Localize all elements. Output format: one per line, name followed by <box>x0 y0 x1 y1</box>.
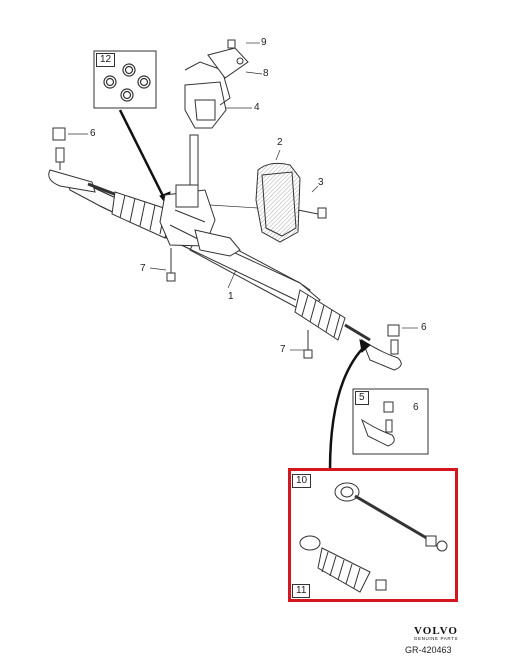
callout-4: 4 <box>254 102 260 113</box>
callout-7-right: 7 <box>280 344 286 355</box>
callout-6-right: 6 <box>421 322 427 333</box>
box-label-10: 10 <box>292 474 312 488</box>
callout-6-left: 6 <box>90 128 96 139</box>
nut-6-left <box>52 127 66 141</box>
boot-kit-11 <box>299 535 387 593</box>
arrow-to-5 <box>328 344 367 471</box>
highlight-box <box>288 468 458 602</box>
bolt-7-left <box>166 248 176 282</box>
inset-box-12 <box>93 50 157 109</box>
gear-housing <box>159 184 241 257</box>
callout-8: 8 <box>263 68 269 79</box>
boot-left <box>111 191 171 239</box>
callout-7-left: 7 <box>140 263 146 274</box>
clip-rings <box>103 63 151 102</box>
heat-shield <box>255 162 301 243</box>
tie-rod-end-left <box>48 147 126 200</box>
callout-3: 3 <box>318 177 324 188</box>
callout-2: 2 <box>277 137 283 148</box>
box-label-11: 11 <box>292 584 311 598</box>
boot-right <box>294 289 371 342</box>
brand-name: VOLVO <box>414 625 458 637</box>
bracket-8 <box>207 39 249 79</box>
tie-rod-end-right <box>360 324 402 371</box>
box-label-5: 5 <box>355 391 369 405</box>
diagram-code: GR-420463 <box>405 645 452 655</box>
brand-subtitle: GENUINE PARTS <box>413 636 459 641</box>
callout-6-box5: 6 <box>413 402 419 413</box>
pinion-shaft <box>184 61 231 186</box>
callout-1: 1 <box>228 291 234 302</box>
box-label-12: 12 <box>96 53 116 67</box>
bolt-3 <box>297 207 327 219</box>
brand-logo: VOLVO GENUINE PARTS <box>406 625 466 641</box>
bolt-7-right <box>303 330 313 359</box>
inner-tie-rod-10 <box>334 482 448 552</box>
callout-9: 9 <box>261 37 267 48</box>
arrow-12 <box>118 109 167 201</box>
